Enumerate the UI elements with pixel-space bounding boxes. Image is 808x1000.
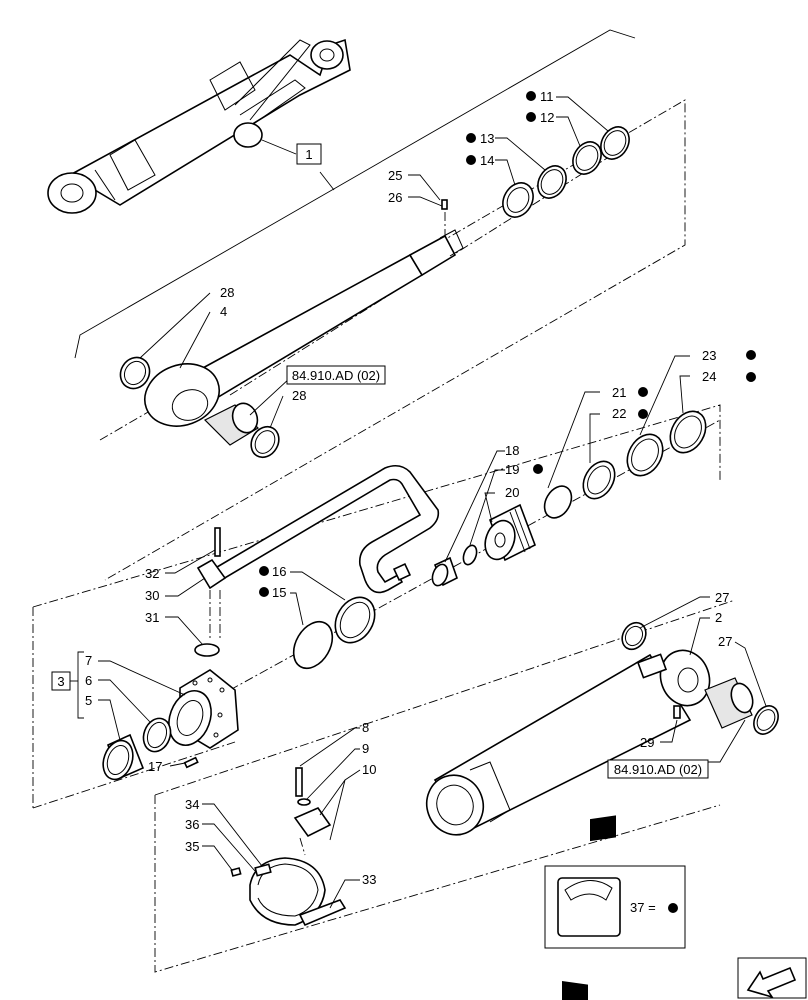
label-27-b: 27 xyxy=(718,634,732,649)
kit-word-1: KIT xyxy=(566,911,584,923)
ring-23[interactable] xyxy=(620,428,670,482)
label-30: 30 xyxy=(145,588,159,603)
label-25: 25 xyxy=(388,168,402,183)
label-12: 12 xyxy=(540,110,554,125)
bushing-lower[interactable] xyxy=(704,677,757,729)
label-24: 24 xyxy=(702,369,716,384)
cylinder-assembly-thumbnail[interactable] xyxy=(47,38,351,214)
ref-link-upper[interactable]: 84.910.AD (02) xyxy=(286,365,386,385)
upper-frame-line xyxy=(74,29,636,359)
ring-21[interactable] xyxy=(539,481,577,522)
kit-bracket xyxy=(77,651,84,719)
label-6: 6 xyxy=(85,673,92,688)
label-15: 15 xyxy=(272,585,286,600)
upper-group-frame xyxy=(99,99,686,581)
label-36: 36 xyxy=(185,817,199,832)
bushing-5[interactable] xyxy=(98,733,145,784)
label-8: 8 xyxy=(362,720,369,735)
snap-ring-6[interactable] xyxy=(139,715,175,756)
guide-ring-18[interactable] xyxy=(430,556,458,588)
ring-24[interactable] xyxy=(663,405,713,459)
label-18: 18 xyxy=(505,443,519,458)
ref-link-lower[interactable]: 84.910.AD (02) xyxy=(607,759,709,779)
label-28-a: 28 xyxy=(220,285,234,300)
screw-17[interactable] xyxy=(183,756,199,769)
clamp-33[interactable] xyxy=(249,857,347,927)
kit-bullet-markers xyxy=(259,91,756,597)
label-21: 21 xyxy=(612,385,626,400)
label-13: 13 xyxy=(480,131,494,146)
assembly-callout-box xyxy=(296,143,322,165)
leader-lines xyxy=(98,96,767,909)
hydraulic-pipe[interactable] xyxy=(210,464,440,594)
label-32: 32 xyxy=(145,566,159,581)
label-16: 16 xyxy=(272,564,286,579)
next-page-arrow-icon[interactable] xyxy=(737,957,807,999)
kit-legend-bullet xyxy=(668,903,678,913)
label-22: 22 xyxy=(612,406,626,421)
label-4: 4 xyxy=(220,304,227,319)
label-28-b: 28 xyxy=(292,388,306,403)
ring-28-b[interactable] xyxy=(246,422,285,463)
piston-rod-4[interactable] xyxy=(136,229,464,436)
ring-27-b[interactable] xyxy=(749,702,783,739)
label-2: 2 xyxy=(715,610,722,625)
ref-link-lower-text[interactable]: 84.910.AD (02) xyxy=(614,762,702,777)
ring-15[interactable] xyxy=(286,615,340,675)
grease-fitting-25-26[interactable] xyxy=(441,199,448,235)
label-26: 26 xyxy=(388,190,402,205)
kit-legend: KIT KIT 37 = xyxy=(544,815,686,1000)
ring-16[interactable] xyxy=(327,590,382,650)
assembly-callout-number: 1 xyxy=(305,147,312,162)
label-9: 9 xyxy=(362,741,369,756)
label-29: 29 xyxy=(640,735,654,750)
ring-12[interactable] xyxy=(567,137,607,179)
label-34: 34 xyxy=(185,797,199,812)
label-27-a: 27 xyxy=(715,590,729,605)
clamp-bolt-8-9-10[interactable] xyxy=(293,767,332,856)
cylinder-barrel-2[interactable] xyxy=(418,643,717,842)
piston-20[interactable] xyxy=(480,503,537,564)
label-33: 33 xyxy=(362,872,376,887)
kit-legend-text: 37 = xyxy=(630,900,656,915)
label-7: 7 xyxy=(85,653,92,668)
label-31: 31 xyxy=(145,610,159,625)
ring-22[interactable] xyxy=(577,456,621,505)
bushing-upper[interactable] xyxy=(203,400,261,446)
label-17: 17 xyxy=(148,759,162,774)
ring-28-a[interactable] xyxy=(115,352,155,394)
ring-14[interactable] xyxy=(497,177,539,222)
label-10: 10 xyxy=(362,762,376,777)
label-14: 14 xyxy=(480,153,494,168)
lower-group-frame xyxy=(154,795,721,973)
kit-callout-number: 3 xyxy=(57,674,64,689)
ring-11[interactable] xyxy=(595,122,635,164)
label-20: 20 xyxy=(505,485,519,500)
ref-link-upper-text[interactable]: 84.910.AD (02) xyxy=(292,368,380,383)
o-ring-31[interactable] xyxy=(194,643,220,657)
ring-13[interactable] xyxy=(532,161,572,203)
label-5: 5 xyxy=(85,693,92,708)
pipe-block-30[interactable] xyxy=(196,527,227,640)
label-19: 19 xyxy=(505,462,519,477)
clamp-plate-34-36[interactable] xyxy=(230,863,272,877)
ring-27-a[interactable] xyxy=(617,618,650,653)
cylinder-head-7[interactable] xyxy=(162,669,239,751)
ring-19[interactable] xyxy=(461,544,479,567)
label-23: 23 xyxy=(702,348,716,363)
label-35: 35 xyxy=(185,839,199,854)
label-11: 11 xyxy=(540,89,554,104)
kit-word-2: KIT xyxy=(594,911,612,923)
